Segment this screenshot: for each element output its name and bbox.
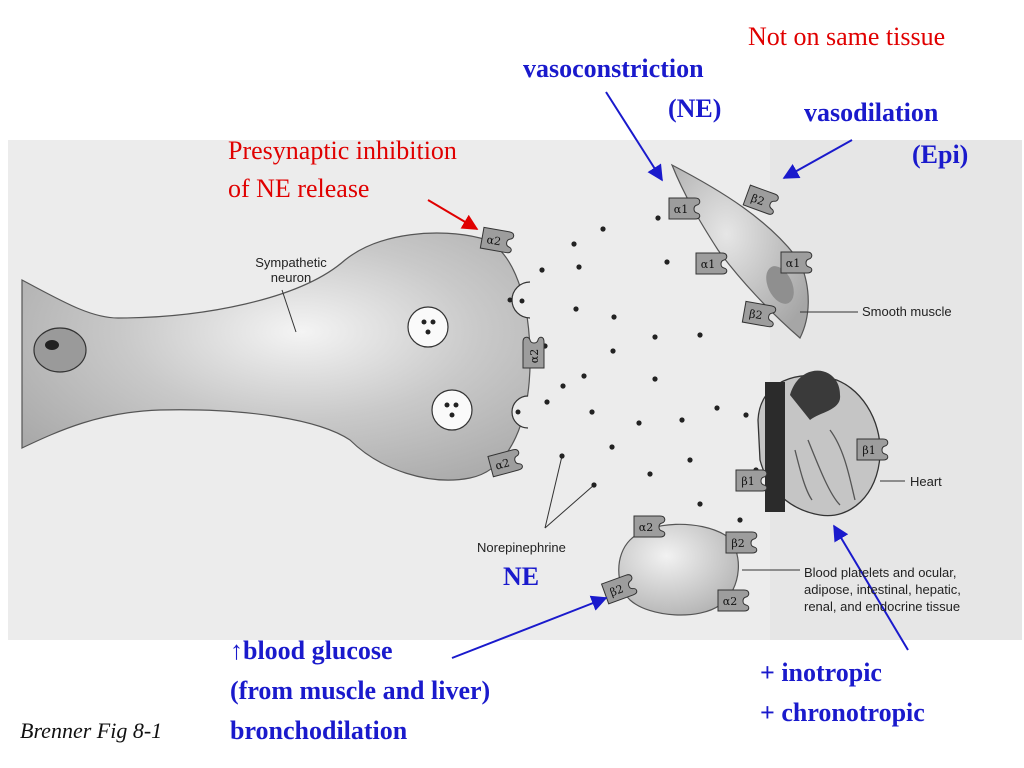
vasodilation-epi-label: (Epi): [912, 140, 969, 169]
beta2-receptor: β2: [725, 531, 758, 554]
vasoconstriction-ne-label: (NE): [668, 94, 722, 123]
ne-molecule: [697, 501, 703, 507]
ne-molecule: [539, 267, 545, 273]
ne-molecule: [687, 457, 693, 463]
beta2-receptor: β2: [741, 300, 777, 328]
ne-molecule: [609, 444, 615, 450]
ne-molecule: [560, 383, 566, 389]
alpha2-receptor: α2: [522, 336, 545, 369]
receptor-label: α2: [494, 456, 511, 472]
alpha1-receptor: α1: [780, 251, 813, 274]
ne-molecule: [664, 259, 670, 265]
presynaptic-label-line2: of NE release: [228, 174, 370, 203]
receptor-label: α1: [701, 258, 715, 271]
receptor-label: α1: [786, 257, 800, 270]
ne-molecule: [611, 314, 617, 320]
ne-molecule: [737, 517, 743, 523]
alpha2-receptor: α2: [487, 448, 523, 478]
receptor-label: α2: [486, 233, 502, 248]
sympathetic-label-line1: Sympathetic: [255, 255, 327, 270]
glucose-label-line1: ↑blood glucose: [230, 636, 393, 665]
ne-molecule: [573, 306, 579, 312]
ne-molecule: [679, 417, 685, 423]
ne-molecule: [647, 471, 653, 477]
ne-molecule: [600, 226, 606, 232]
receptor-label: β2: [608, 582, 625, 599]
receptor-label: α2: [639, 521, 653, 534]
tissue-label-line3: renal, and endocrine tissue: [804, 599, 961, 614]
vasoconstriction-arrow: [605, 91, 663, 182]
ne-molecule: [697, 332, 703, 338]
ne-molecule: [714, 405, 720, 411]
alpha1-receptor: α1: [668, 197, 701, 220]
norepinephrine-label: Norepinephrine: [477, 540, 566, 555]
presynaptic-label-line1: Presynaptic inhibition: [228, 136, 457, 165]
beta1-receptor: β1: [856, 438, 889, 461]
ne-molecule: [655, 215, 661, 221]
tissue-label: Blood platelets and ocular, adipose, int…: [804, 564, 961, 615]
chronotropic-label: + chronotropic: [760, 698, 925, 727]
ne-molecule: [576, 264, 582, 270]
smooth-muscle-label: Smooth muscle: [862, 304, 952, 319]
beta2-receptor: β2: [600, 574, 638, 605]
beta2-receptor: β2: [742, 184, 779, 215]
ne-molecule: [652, 334, 658, 340]
not-same-tissue-note: Not on same tissue: [748, 22, 946, 51]
vesicle: [407, 306, 449, 348]
beta1-receptor: β1: [735, 469, 768, 492]
vasoconstriction-label: vasoconstriction: [523, 54, 704, 83]
receptor-label: β1: [862, 444, 875, 457]
heart-label: Heart: [910, 474, 942, 489]
receptor-label: α1: [674, 203, 688, 216]
alpha1-receptor: α1: [695, 252, 728, 275]
ne-molecule: [636, 420, 642, 426]
glucose-label-line2: (from muscle and liver): [230, 676, 491, 705]
sympathetic-neuron: [21, 232, 531, 481]
receptor-label: β2: [749, 192, 766, 209]
presynaptic-arrow: [427, 199, 479, 230]
ne-molecule: [591, 482, 597, 488]
sympathetic-label-line2: neuron: [270, 270, 312, 285]
glucose-arrow: [451, 595, 608, 659]
ne-molecule: [652, 376, 658, 382]
tissue-label-line1: Blood platelets and ocular,: [804, 565, 957, 580]
receptor-label: β2: [748, 307, 763, 322]
alpha2-receptor: α2: [633, 515, 666, 538]
receptor-label: β2: [731, 537, 744, 550]
vasodilation-label: vasodilation: [804, 98, 939, 127]
sympathetic-neuron-label: Sympathetic neuron: [246, 256, 336, 284]
ne-molecule: [559, 453, 565, 459]
receptor-label: α2: [723, 595, 737, 608]
ne-molecule: [589, 409, 595, 415]
tissue-label-line2: adipose, intestinal, hepatic,: [804, 582, 961, 597]
ne-molecule: [571, 241, 577, 247]
smooth-muscle-cell: [670, 163, 858, 339]
ne-molecule: [544, 399, 550, 405]
norepinephrine-molecules: [539, 215, 759, 523]
ne-molecule: [581, 373, 587, 379]
ne-molecule: [610, 348, 616, 354]
figure-citation: Brenner Fig 8-1: [20, 718, 163, 743]
inotropic-label: + inotropic: [760, 658, 882, 687]
alpha2-receptor: α2: [717, 589, 750, 612]
vasodilation-arrow: [782, 139, 853, 179]
neuron-nucleus: [33, 327, 87, 373]
ne-label: NE: [503, 562, 540, 591]
inotropic-arrow: [833, 524, 909, 651]
receptor-label: α2: [528, 349, 541, 363]
bronchodilation-label: bronchodilation: [230, 716, 408, 745]
ne-molecule: [743, 412, 749, 418]
receptor-label: β1: [741, 475, 754, 488]
vesicle: [431, 389, 473, 431]
alpha2-receptor: α2: [479, 226, 515, 254]
